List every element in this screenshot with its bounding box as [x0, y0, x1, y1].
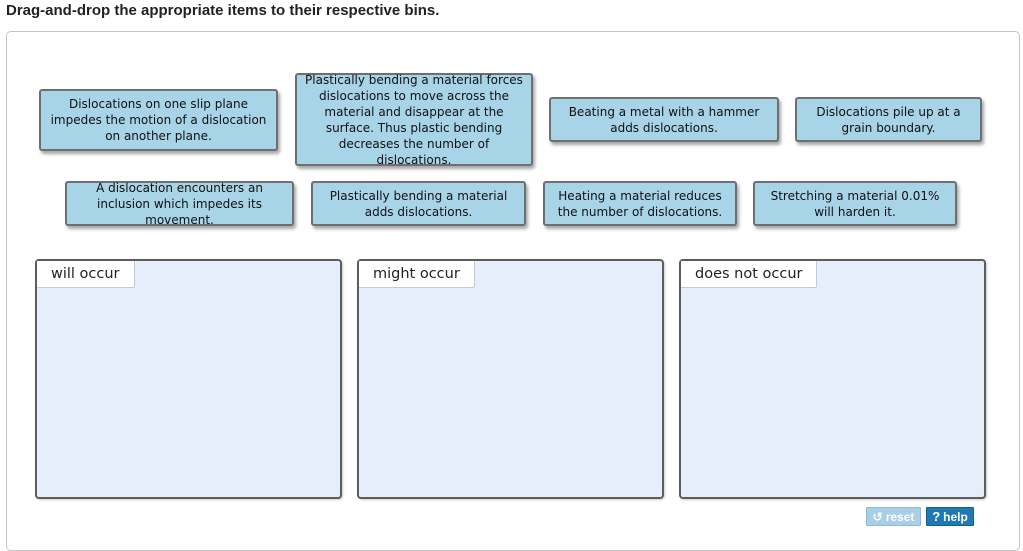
drag-item-slip-plane[interactable]: Dislocations on one slip plane impedes t…: [39, 89, 278, 151]
bin-label: might occur: [359, 261, 475, 288]
help-button[interactable]: ? help: [926, 507, 974, 526]
drag-item-stretching[interactable]: Stretching a material 0.01% will harden …: [753, 181, 957, 226]
bin-might-occur[interactable]: might occur: [357, 259, 664, 499]
bin-does-not-occur[interactable]: does not occur: [679, 259, 986, 499]
bin-label: does not occur: [681, 261, 818, 288]
drag-item-bending-decreases[interactable]: Plastically bending a material forces di…: [295, 73, 533, 167]
drag-item-grain-boundary[interactable]: Dislocations pile up at a grain boundary…: [795, 97, 982, 142]
reset-label: reset: [885, 509, 915, 524]
reset-button[interactable]: ↺ reset: [866, 507, 921, 526]
drag-item-bending-adds[interactable]: Plastically bending a material adds disl…: [311, 181, 526, 226]
help-icon: ?: [932, 509, 941, 524]
drag-item-hammer[interactable]: Beating a metal with a hammer adds dislo…: [549, 97, 779, 142]
drag-item-inclusion[interactable]: A dislocation encounters an inclusion wh…: [65, 181, 294, 227]
reset-icon: ↺: [872, 509, 883, 524]
instruction-text: Drag-and-drop the appropriate items to t…: [6, 2, 440, 19]
bin-will-occur[interactable]: will occur: [35, 259, 342, 499]
help-label: help: [943, 509, 968, 524]
bin-label: will occur: [37, 261, 135, 288]
drag-item-heating[interactable]: Heating a material reduces the number of…: [543, 181, 737, 226]
